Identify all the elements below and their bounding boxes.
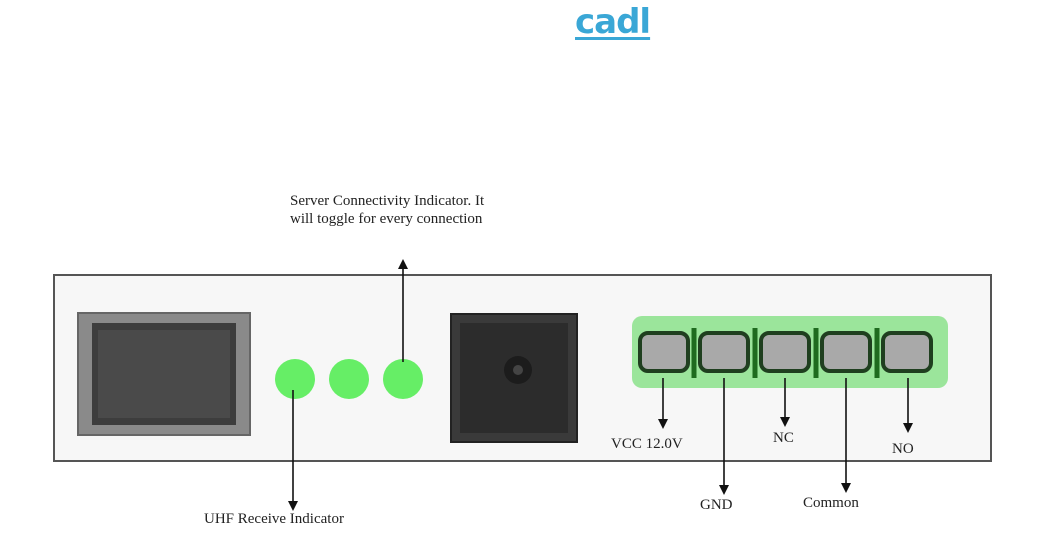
server-led	[383, 359, 423, 399]
server-indicator-label-line1: Server Connectivity Indicator. It	[290, 193, 484, 210]
terminal-block	[632, 316, 948, 388]
power-jack	[451, 314, 577, 442]
common-label: Common	[803, 495, 859, 512]
gnd-label: GND	[700, 497, 733, 514]
uhf-led	[275, 359, 315, 399]
no-label: NO	[892, 441, 914, 458]
status-led	[329, 359, 369, 399]
uhf-indicator-label: UHF Receive Indicator	[204, 511, 344, 528]
nc-label: NC	[773, 430, 794, 447]
server-indicator-label-line2: will toggle for every connection	[290, 211, 482, 228]
ethernet-port	[78, 313, 250, 435]
vcc-label: VCC 12.0V	[611, 436, 683, 453]
